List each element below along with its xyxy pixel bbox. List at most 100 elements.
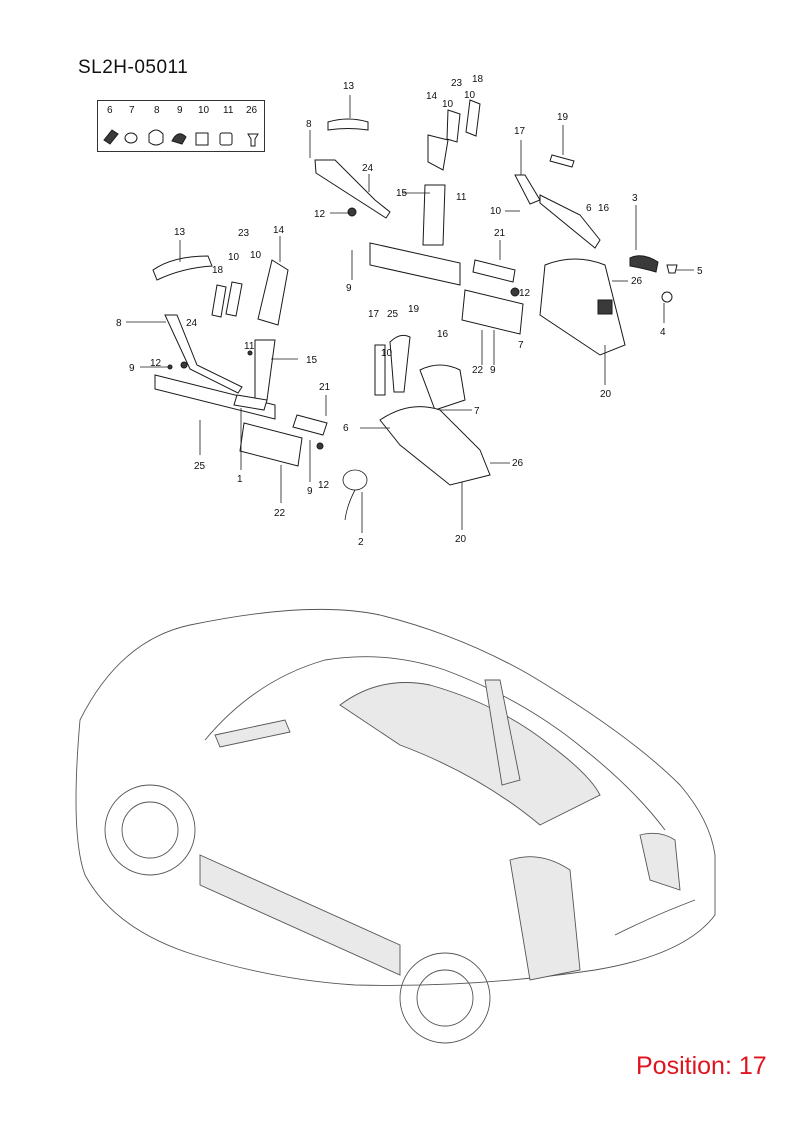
center-trim-group: [314, 99, 524, 335]
pillar-strip-23: [225, 281, 243, 317]
callout-19: 19: [408, 304, 420, 315]
left-trim-group: [152, 255, 328, 467]
callout-12: 12: [519, 288, 531, 299]
callout-7: 7: [518, 340, 524, 351]
callout-18: 18: [472, 74, 484, 85]
pillar-strip-23-right: [446, 109, 461, 143]
b-pillar-trim-15-right: [422, 184, 446, 246]
legend-label-7: 7: [129, 105, 135, 116]
callout-10: 10: [381, 348, 393, 359]
window-line: [204, 656, 666, 831]
grommet-icon-7: [124, 132, 138, 144]
callout-17: 17: [368, 309, 380, 320]
callout-17: 17: [514, 126, 526, 137]
trim-16-right: [539, 194, 601, 249]
installed-b-pillar: [484, 679, 521, 786]
callout-15: 15: [396, 188, 408, 199]
clip-icon-11: [219, 132, 233, 146]
sill-trim-24-right: [314, 159, 391, 219]
callout-8: 8: [306, 119, 312, 130]
fastener-dot: [167, 364, 173, 370]
callout-12: 12: [314, 209, 326, 220]
callout-18: 18: [212, 265, 224, 276]
callout-23: 23: [238, 228, 250, 239]
scuff-plate-25-right: [369, 242, 461, 286]
callout-4: 4: [660, 327, 666, 338]
fastener-dot: [510, 287, 520, 297]
callout-26: 26: [631, 276, 643, 287]
fastener-dot: [247, 350, 253, 356]
callout-9: 9: [129, 363, 135, 374]
car-body-outline: [75, 608, 716, 986]
callout-9: 9: [490, 365, 496, 376]
fastener-legend-icons: 6 7 8 9 10 11 26: [103, 105, 259, 147]
pillar-strip-18-right: [465, 99, 481, 137]
callout-10: 10: [490, 206, 502, 217]
a-pillar-trim-14-right: [427, 134, 449, 171]
trunk-trim-group: [514, 154, 678, 356]
installed-roof-rail: [214, 719, 291, 748]
label-1: [233, 394, 268, 411]
roof-glass: [339, 682, 601, 826]
callout-25: 25: [194, 461, 206, 472]
rear-wheel-hub: [416, 969, 474, 1027]
trim-16: [419, 364, 466, 411]
scuff-plate-25-left: [154, 374, 276, 420]
callout-24: 24: [362, 163, 374, 174]
trunk-side-trim-20: [539, 258, 626, 356]
legend-label-6: 6: [107, 105, 113, 116]
callout-7: 7: [474, 406, 480, 417]
callout-14: 14: [273, 225, 285, 236]
trim-17: [374, 344, 386, 396]
callout-12: 12: [150, 358, 162, 369]
fastener-legend-box: [97, 100, 265, 152]
callout-6: 6: [586, 203, 592, 214]
callout-9: 9: [346, 283, 352, 294]
scuff-plate-22-left: [239, 422, 303, 467]
callout-24: 24: [186, 318, 198, 329]
callout-20: 20: [600, 389, 612, 400]
callout-22: 22: [274, 508, 286, 519]
legend-label-9: 9: [177, 105, 183, 116]
a-pillar-trim-14-left: [257, 259, 289, 326]
installed-wheel-arch: [509, 856, 581, 981]
fastener-dot: [180, 361, 188, 369]
callout-5: 5: [697, 266, 703, 277]
trunk-vent: [597, 299, 613, 315]
clip-icon-6: [103, 129, 119, 145]
callout-8: 8: [116, 318, 122, 329]
callout-12: 12: [318, 480, 330, 491]
legend-label-10: 10: [198, 105, 210, 116]
pillar-strip-18: [211, 284, 227, 318]
callout-10: 10: [464, 90, 476, 101]
callout-9: 9: [307, 486, 313, 497]
callout-23: 23: [451, 78, 463, 89]
callout-1: 1: [237, 474, 243, 485]
clip-icon-9: [171, 133, 187, 145]
callout-22: 22: [472, 365, 484, 376]
callout-6: 6: [343, 423, 349, 434]
callout-13: 13: [343, 81, 355, 92]
callout-11: 11: [456, 192, 467, 203]
sill-trim-24-left: [164, 314, 243, 394]
harness-2-lead: [344, 489, 356, 521]
callout-3: 3: [632, 193, 638, 204]
trim-21-right: [472, 259, 516, 283]
callout-21: 21: [494, 228, 506, 239]
legend-label-8: 8: [154, 105, 160, 116]
callout-10: 10: [228, 252, 240, 263]
clip-5: [666, 264, 678, 274]
roof-rail-trim-13-right: [327, 118, 369, 131]
callout-16: 16: [598, 203, 610, 214]
wheel-arch-trim-20: [379, 406, 491, 486]
trim-21-left: [292, 414, 328, 436]
callout-21: 21: [319, 382, 331, 393]
callout-11: 11: [244, 341, 255, 352]
callout-20: 20: [455, 534, 467, 545]
vehicle-assembly-view: [75, 608, 716, 1044]
scuff-plate-22-right: [461, 289, 524, 335]
trim-19: [389, 334, 411, 393]
callout-15: 15: [306, 355, 318, 366]
callout-10: 10: [442, 99, 454, 110]
